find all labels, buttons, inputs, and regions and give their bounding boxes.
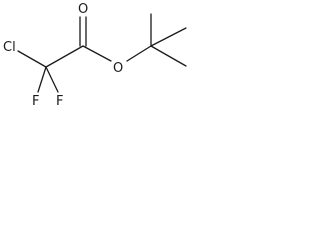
molecule-svg: Cl O O F F <box>3 2 187 109</box>
bond-o-tert <box>126 45 152 62</box>
atom-fluorine-left: F <box>32 94 39 109</box>
atom-ester-oxygen: O <box>113 61 123 76</box>
bond-c-f-left <box>37 66 47 93</box>
atom-carbonyl-oxygen: O <box>78 2 88 17</box>
bond-c-f-right <box>45 66 59 93</box>
atom-labels: Cl O O F F <box>3 2 123 109</box>
bond-carbonyl-o-ester <box>82 45 112 62</box>
bond-tert-methyl-down <box>150 45 187 67</box>
atom-fluorine-right: F <box>56 94 63 109</box>
bond-cl-c <box>17 50 47 68</box>
bonds <box>17 13 187 93</box>
bond-c-carbonyl <box>45 45 84 68</box>
atom-chlorine: Cl <box>3 40 16 55</box>
bond-tert-methyl-right <box>150 27 187 47</box>
structure-diagram: Cl O O F F <box>0 0 191 112</box>
